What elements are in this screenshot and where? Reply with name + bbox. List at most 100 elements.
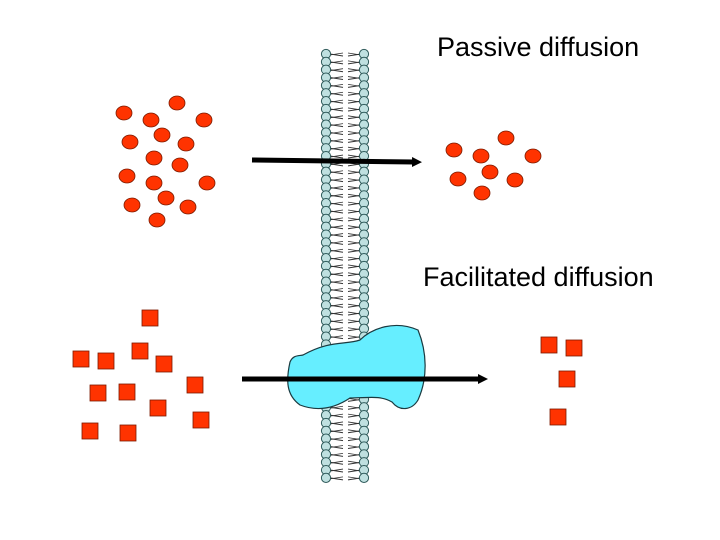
facilitated-molecule bbox=[192, 411, 210, 429]
lipid-tail bbox=[329, 288, 344, 291]
lipid-tail bbox=[329, 146, 344, 150]
lipid-tail bbox=[347, 319, 362, 323]
lipid-tail bbox=[329, 295, 344, 299]
lipid-tail bbox=[347, 107, 362, 111]
lipid-tail bbox=[347, 52, 362, 56]
lipid-tail bbox=[329, 303, 344, 307]
lipid-tail bbox=[347, 170, 362, 174]
lipid-tail bbox=[347, 154, 362, 158]
lipid-tail bbox=[329, 233, 344, 236]
passive-molecule bbox=[168, 95, 186, 111]
lipid-tail bbox=[347, 91, 362, 95]
lipid-tail bbox=[329, 178, 344, 181]
passive-molecules-right bbox=[445, 130, 542, 201]
lipid-tail bbox=[329, 405, 344, 409]
passive-molecule bbox=[449, 171, 467, 187]
lipid-tail bbox=[329, 115, 344, 119]
lipid-tail bbox=[347, 84, 362, 87]
lipid-tail bbox=[329, 52, 344, 56]
arrows bbox=[242, 156, 488, 384]
facilitated-molecule bbox=[549, 408, 567, 426]
lipid-tail bbox=[329, 60, 344, 64]
lipid-tail bbox=[347, 398, 362, 401]
passive-molecule bbox=[171, 157, 189, 173]
passive-molecule bbox=[198, 175, 216, 191]
lipid-tail bbox=[329, 248, 344, 252]
passive-molecule bbox=[121, 134, 139, 150]
facilitated-molecule bbox=[89, 384, 107, 402]
lipid-tail bbox=[329, 272, 344, 276]
lipid-tail bbox=[329, 193, 344, 197]
lipid-tail bbox=[329, 460, 344, 464]
passive-diffusion-arrow bbox=[251, 156, 422, 167]
lipid-tail bbox=[347, 241, 362, 244]
lipid-head bbox=[320, 472, 332, 483]
lipid-tail bbox=[329, 138, 344, 142]
lipid-tail bbox=[329, 84, 344, 87]
lipid-tail bbox=[347, 445, 362, 448]
passive-molecule bbox=[179, 199, 197, 215]
lipid-tail bbox=[347, 60, 362, 64]
facilitated-molecule bbox=[72, 350, 90, 368]
lipid-tail bbox=[347, 256, 362, 260]
lipid-tail bbox=[329, 107, 344, 111]
lipid-tail bbox=[347, 413, 362, 417]
lipid-tail bbox=[347, 452, 362, 456]
lipid-bilayer-membrane bbox=[320, 48, 370, 483]
lipid-tail bbox=[329, 311, 344, 315]
passive-molecule bbox=[153, 127, 171, 143]
facilitated-molecule bbox=[186, 376, 204, 394]
lipid-tail bbox=[347, 201, 362, 205]
lipid-tail bbox=[329, 256, 344, 260]
facilitated-molecule bbox=[131, 342, 149, 360]
facilitated-molecule bbox=[97, 352, 115, 370]
passive-molecule bbox=[142, 112, 160, 128]
facilitated-molecules-right bbox=[540, 336, 583, 426]
facilitated-molecule bbox=[565, 339, 583, 357]
lipid-tail bbox=[347, 335, 362, 338]
lipid-tail bbox=[347, 468, 362, 472]
lipid-tail bbox=[347, 272, 362, 276]
lipid-tail bbox=[347, 146, 362, 150]
facilitated-diffusion-label: Facilitated diffusion bbox=[423, 262, 654, 292]
lipid-tail bbox=[347, 123, 362, 127]
passive-molecule bbox=[118, 168, 136, 184]
passive-diffusion-label: Passive diffusion bbox=[437, 32, 640, 62]
lipid-tail bbox=[347, 437, 362, 441]
lipid-tail bbox=[347, 248, 362, 252]
carrier-protein bbox=[287, 324, 426, 410]
lipid-tail bbox=[329, 429, 344, 433]
lipid-tail bbox=[347, 131, 362, 134]
lipid-tail bbox=[347, 280, 362, 284]
lipid-tail bbox=[347, 138, 362, 142]
passive-molecule bbox=[145, 150, 163, 166]
lipid-tail bbox=[329, 335, 344, 338]
passive-molecule bbox=[481, 164, 499, 180]
passive-molecule bbox=[145, 175, 163, 191]
lipid-tail bbox=[329, 76, 344, 79]
lipid-tail bbox=[329, 131, 344, 134]
lipid-tail bbox=[329, 170, 344, 174]
lipid-tail bbox=[347, 209, 362, 213]
facilitated-molecule bbox=[119, 424, 137, 442]
facilitated-molecule bbox=[558, 370, 576, 388]
lipid-tail bbox=[347, 217, 362, 221]
passive-molecule bbox=[445, 142, 463, 158]
lipid-tail bbox=[329, 468, 344, 472]
lipid-tail bbox=[347, 178, 362, 181]
lipid-tail bbox=[347, 327, 362, 331]
lipid-tail bbox=[329, 437, 344, 441]
facilitated-molecule bbox=[155, 355, 173, 373]
lipid-tail bbox=[329, 445, 344, 448]
facilitated-molecule bbox=[149, 399, 167, 417]
passive-molecule bbox=[506, 172, 524, 188]
facilitated-molecule bbox=[141, 309, 159, 327]
lipid-tail bbox=[347, 460, 362, 464]
passive-molecules-left bbox=[115, 95, 216, 228]
lipid-tail bbox=[347, 303, 362, 307]
lipid-tail bbox=[347, 264, 362, 268]
lipid-tail bbox=[347, 295, 362, 299]
carrier-protein-group bbox=[287, 324, 426, 410]
lipid-tail bbox=[329, 241, 344, 244]
facilitated-molecule bbox=[540, 336, 558, 354]
